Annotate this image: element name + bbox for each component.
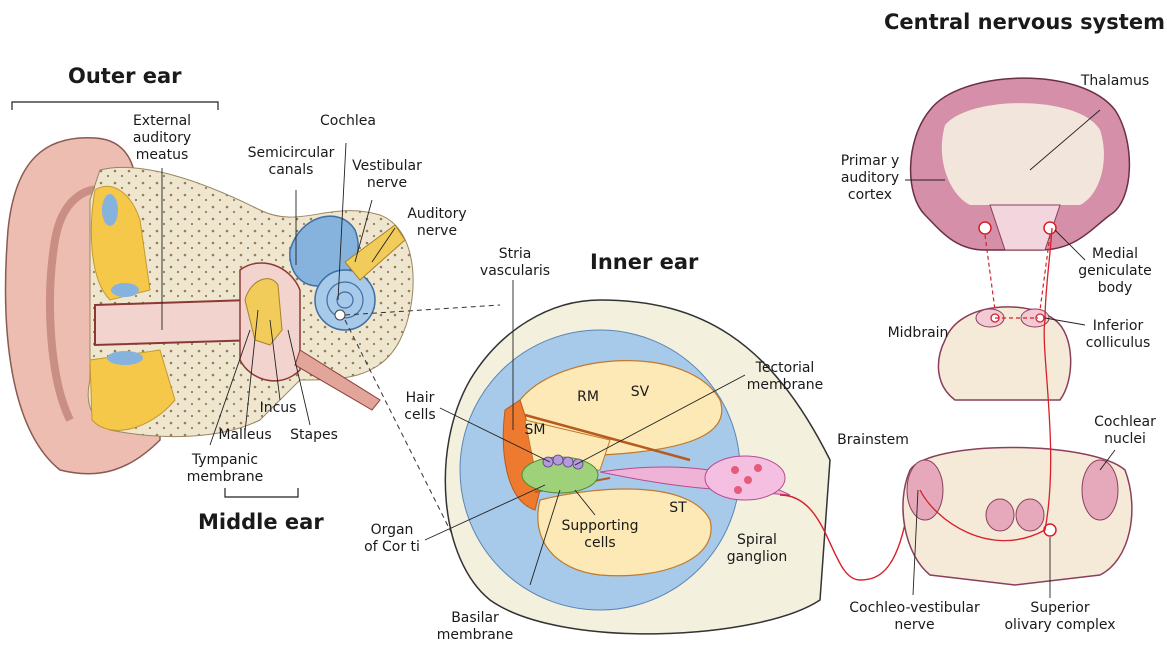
label-brainstem: Brainstem bbox=[828, 432, 918, 449]
label-cochlear-nuclei: Cochlear nuclei bbox=[1085, 414, 1165, 448]
label-hair-cells: Hair cells bbox=[395, 390, 445, 424]
label-rm: RM bbox=[570, 389, 606, 406]
ear-canal-blue-patch-1 bbox=[102, 194, 118, 226]
label-tectorial-membrane: Tectorial membrane bbox=[725, 360, 845, 394]
label-vestibular-nerve: Vestibular nerve bbox=[342, 158, 432, 192]
cochlea-section-marker bbox=[335, 310, 345, 320]
label-stapes: Stapes bbox=[284, 427, 344, 444]
cochlear-nucleus-left bbox=[907, 460, 943, 520]
label-organ-of-corti: Organ of Cor ti bbox=[352, 522, 432, 556]
label-thalamus: Thalamus bbox=[1070, 73, 1160, 90]
label-cochlea: Cochlea bbox=[313, 113, 383, 130]
label-auditory-nerve: Auditory nerve bbox=[392, 206, 482, 240]
label-basilar-membrane: Basilar membrane bbox=[430, 610, 520, 644]
label-sm: SM bbox=[517, 422, 553, 439]
zoom-connector-bottom bbox=[345, 320, 455, 540]
ear-canal-blue-patch-3 bbox=[107, 351, 143, 365]
mgb-right bbox=[1044, 222, 1056, 234]
label-inferior-colliculus: Inferior colliculus bbox=[1073, 318, 1163, 352]
cochlear-nucleus-right bbox=[1082, 460, 1118, 520]
middle-ear-bracket bbox=[225, 488, 298, 497]
mgb-left bbox=[979, 222, 991, 234]
label-medial-geniculate-body: Medial geniculate body bbox=[1070, 246, 1160, 297]
inner-ear-cross-section bbox=[445, 300, 910, 634]
middle-ear-title: Middle ear bbox=[198, 510, 324, 534]
label-external-auditory-meatus: External auditory meatus bbox=[122, 113, 202, 164]
brain-white-matter bbox=[942, 103, 1104, 205]
outer-ear-bracket bbox=[12, 102, 218, 110]
label-malleus: Malleus bbox=[210, 427, 280, 444]
label-midbrain: Midbrain bbox=[878, 325, 958, 342]
label-stria-vascularis: Stria vascularis bbox=[475, 246, 555, 280]
label-cochleo-vestibular-nerve: Cochleo-vestibular nerve bbox=[832, 600, 997, 634]
midbrain-section bbox=[938, 307, 1070, 400]
ear-canal-blue-patch-2 bbox=[111, 283, 139, 297]
cns-title: Central nervous system bbox=[884, 10, 1165, 34]
outer-ear-title: Outer ear bbox=[68, 64, 182, 88]
label-tympanic-membrane: Tympanic membrane bbox=[170, 452, 280, 486]
label-supporting-cells: Supporting cells bbox=[555, 518, 645, 552]
inner-ear-title: Inner ear bbox=[590, 250, 698, 274]
label-st: ST bbox=[660, 500, 696, 517]
label-semicircular-canals: Semicircular canals bbox=[236, 145, 346, 179]
label-superior-olivary-complex: Superior olivary complex bbox=[990, 600, 1130, 634]
label-primary-auditory-cortex: Primar y auditory cortex bbox=[830, 153, 910, 204]
label-sv: SV bbox=[622, 384, 658, 401]
label-spiral-ganglion: Spiral ganglion bbox=[712, 532, 802, 566]
label-incus: Incus bbox=[248, 400, 308, 417]
